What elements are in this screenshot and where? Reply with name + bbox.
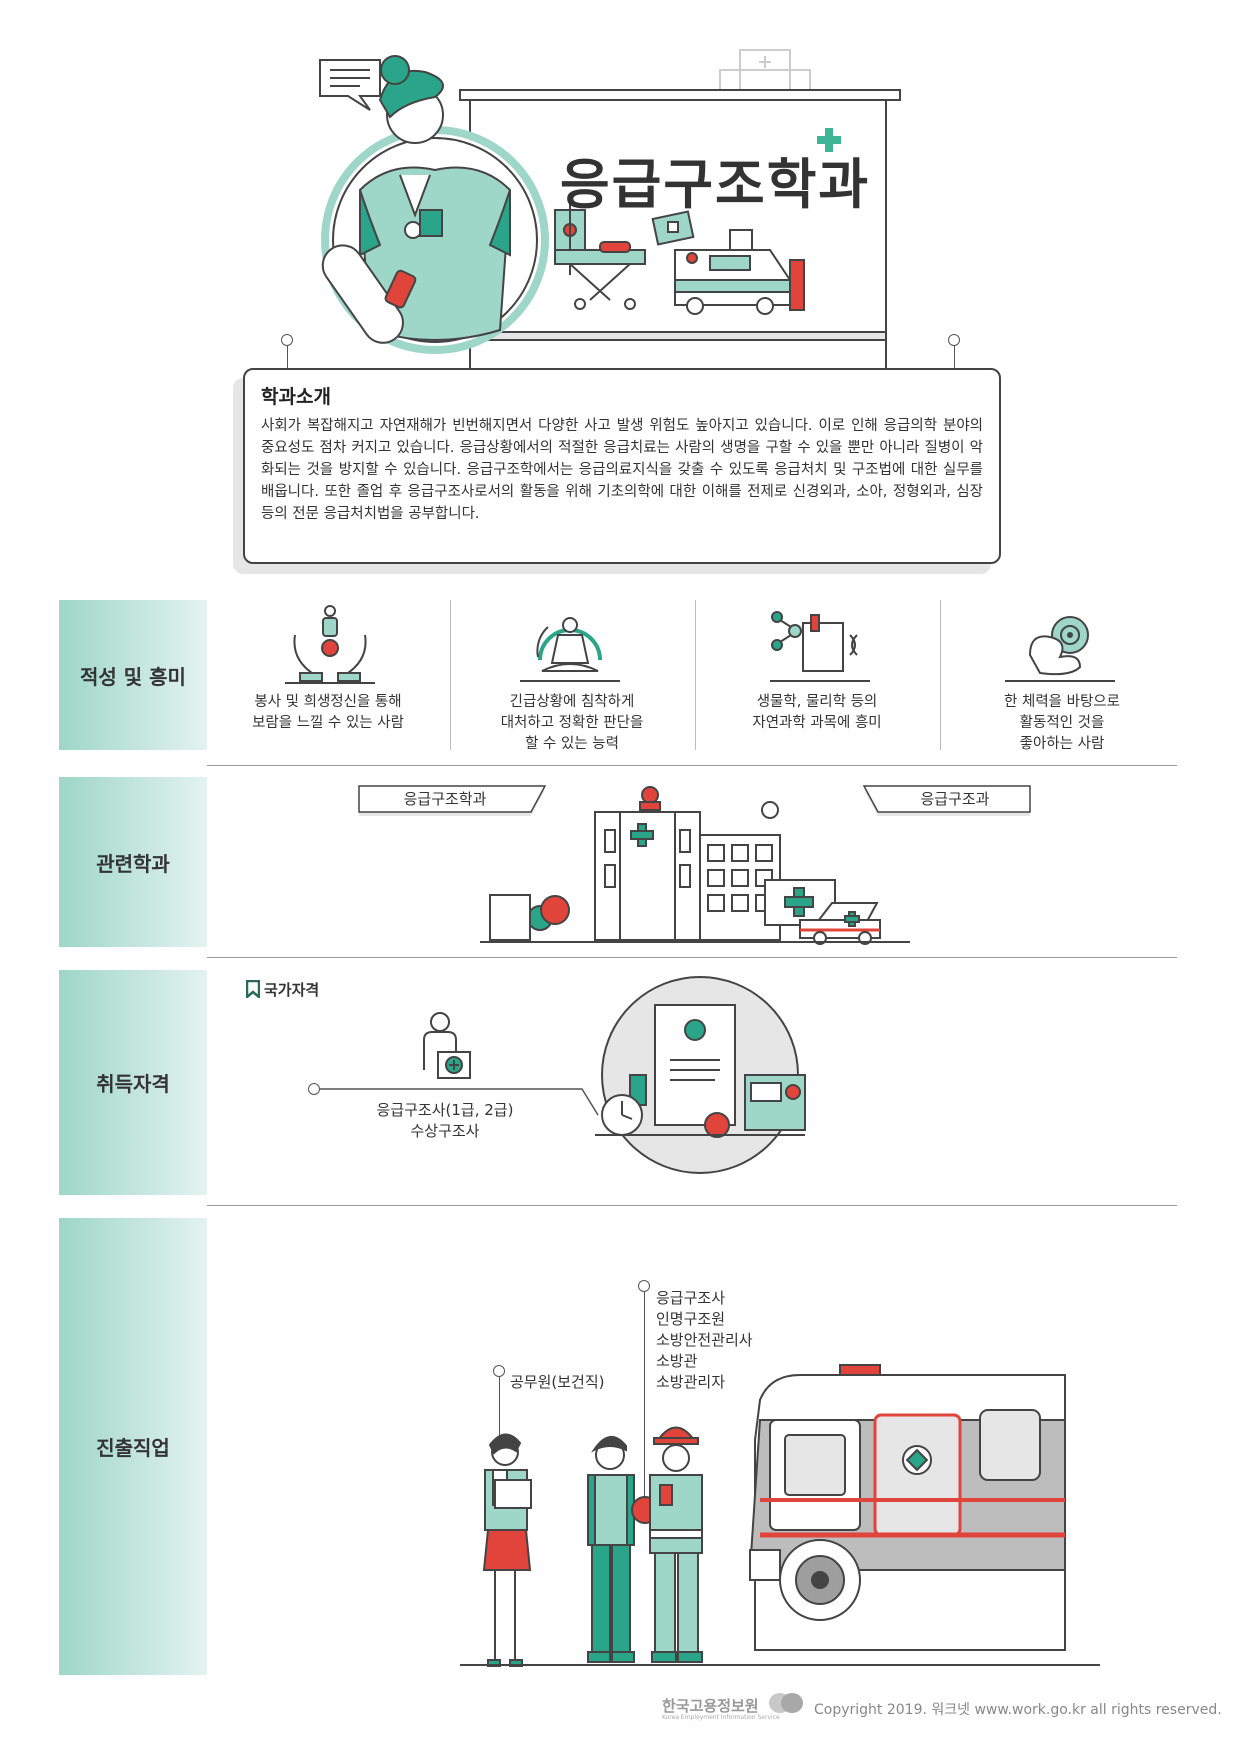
related-dept-1: 응급구조학과 <box>403 790 487 808</box>
qualification-item: 응급구조사(1급, 2급) <box>376 1101 514 1119</box>
intro-heading: 학과소개 <box>261 386 331 408</box>
nurse-figure <box>321 55 549 354</box>
career-group-2: 응급구조사 인명구조원 소방안전관리사 소방관 소방관리자 <box>656 1288 753 1393</box>
footer-org-name-en: Korea Employment Information Service <box>662 1714 780 1721</box>
pin-left <box>281 334 293 346</box>
qualification-pin <box>308 1083 320 1095</box>
tag-shape <box>358 785 547 816</box>
hospital-illustration <box>480 786 910 945</box>
qualification-category: 국가자격 <box>264 981 320 999</box>
pin-line-left <box>287 346 288 368</box>
section-label-related: 관련학과 <box>59 777 207 947</box>
medical-cross-icon <box>817 128 841 152</box>
section-label-career: 진출직업 <box>59 1218 207 1675</box>
science-book-icon <box>770 611 870 682</box>
hands-helping-icon <box>285 605 375 684</box>
related-dept-2: 응급구조과 <box>920 790 990 808</box>
career-group-1: 공무원(보건직) <box>510 1372 605 1393</box>
career-item: 소방관 <box>656 1352 698 1370</box>
speech-bubble-icon <box>319 59 381 111</box>
career-pin-1 <box>493 1365 505 1377</box>
fire-truck-icon <box>748 1364 1066 1651</box>
official-woman-figure <box>482 1433 532 1667</box>
career-item: 소방관리자 <box>656 1373 726 1391</box>
ambulance-icon <box>674 229 805 315</box>
career-illustration <box>460 1364 1100 1667</box>
section-divider <box>207 957 1177 958</box>
firefighter-figure <box>649 1426 703 1663</box>
footer-org-name: 한국고용정보원 <box>662 1697 759 1715</box>
intro-box: 학과소개 사회가 복잡해지고 자연재해가 빈번해지면서 다양한 사고 발생 위험… <box>243 368 1001 564</box>
intro-text: 사회가 복잡해지고 자연재해가 빈번해지면서 다양한 사고 발생 위험도 높아지… <box>261 418 983 522</box>
section-label-aptitude-text: 적성 및 흥미 <box>80 664 186 689</box>
divider <box>695 600 696 750</box>
section-label-related-text: 관련학과 <box>96 851 170 876</box>
aptitude-text-1: 봉사 및 희생정신을 통해 보람을 느낄 수 있는 사람 <box>252 694 404 731</box>
muscle-arm-icon <box>1005 616 1115 682</box>
section-label-qualification-text: 취득자격 <box>96 1072 170 1096</box>
tag-shape <box>862 785 1031 816</box>
career-item: 공무원(보건직) <box>510 1373 605 1391</box>
career-pin-line-2 <box>644 1292 645 1512</box>
header-illustration <box>319 49 901 370</box>
section-label-qualification: 취득자격 <box>59 970 207 1195</box>
bookmark-icon <box>246 980 260 998</box>
section-divider <box>207 1205 1177 1206</box>
certificate-illustration <box>595 976 806 1174</box>
career-pin-2 <box>638 1280 650 1292</box>
stretcher-icon <box>554 200 646 310</box>
qualification-item: 수상구조사 <box>410 1122 480 1140</box>
section-label-aptitude: 적성 및 흥미 <box>59 600 207 750</box>
section-label-career-text: 진출직업 <box>96 1436 170 1460</box>
career-item: 인명구조원 <box>656 1310 726 1328</box>
meditation-icon <box>520 617 620 682</box>
aptitude-text-3: 생물학, 물리학 등의 자연과학 과목에 흥미 <box>752 694 882 731</box>
aptitude-text-2: 긴급상황에 침착하게 대처하고 정확한 판단을 할 수 있는 능력 <box>500 694 644 752</box>
aptitude-text-4: 한 체력을 바탕으로 활동적인 것을 좋아하는 사람 <box>1004 694 1120 752</box>
paramedic-figure <box>587 1436 659 1663</box>
career-pin-line-1 <box>499 1377 500 1445</box>
career-item: 응급구조사 <box>656 1289 726 1307</box>
page-title: 응급구조학과 <box>560 153 871 216</box>
pointer-line <box>320 1088 599 1116</box>
org-logo-icon <box>769 1693 803 1713</box>
divider <box>450 600 451 750</box>
divider <box>940 600 941 750</box>
medic-with-kit-icon <box>423 1012 471 1079</box>
pin-right <box>948 334 960 346</box>
career-item: 소방안전관리사 <box>656 1331 753 1349</box>
footer-copyright: Copyright 2019. 워크넷 www.work.go.kr all r… <box>814 1702 1222 1718</box>
first-aid-kit-icon <box>651 210 695 246</box>
qualification-list: 응급구조사(1급, 2급) 수상구조사 <box>340 1100 550 1142</box>
section-divider <box>207 765 1177 766</box>
pin-line-right <box>954 346 955 368</box>
